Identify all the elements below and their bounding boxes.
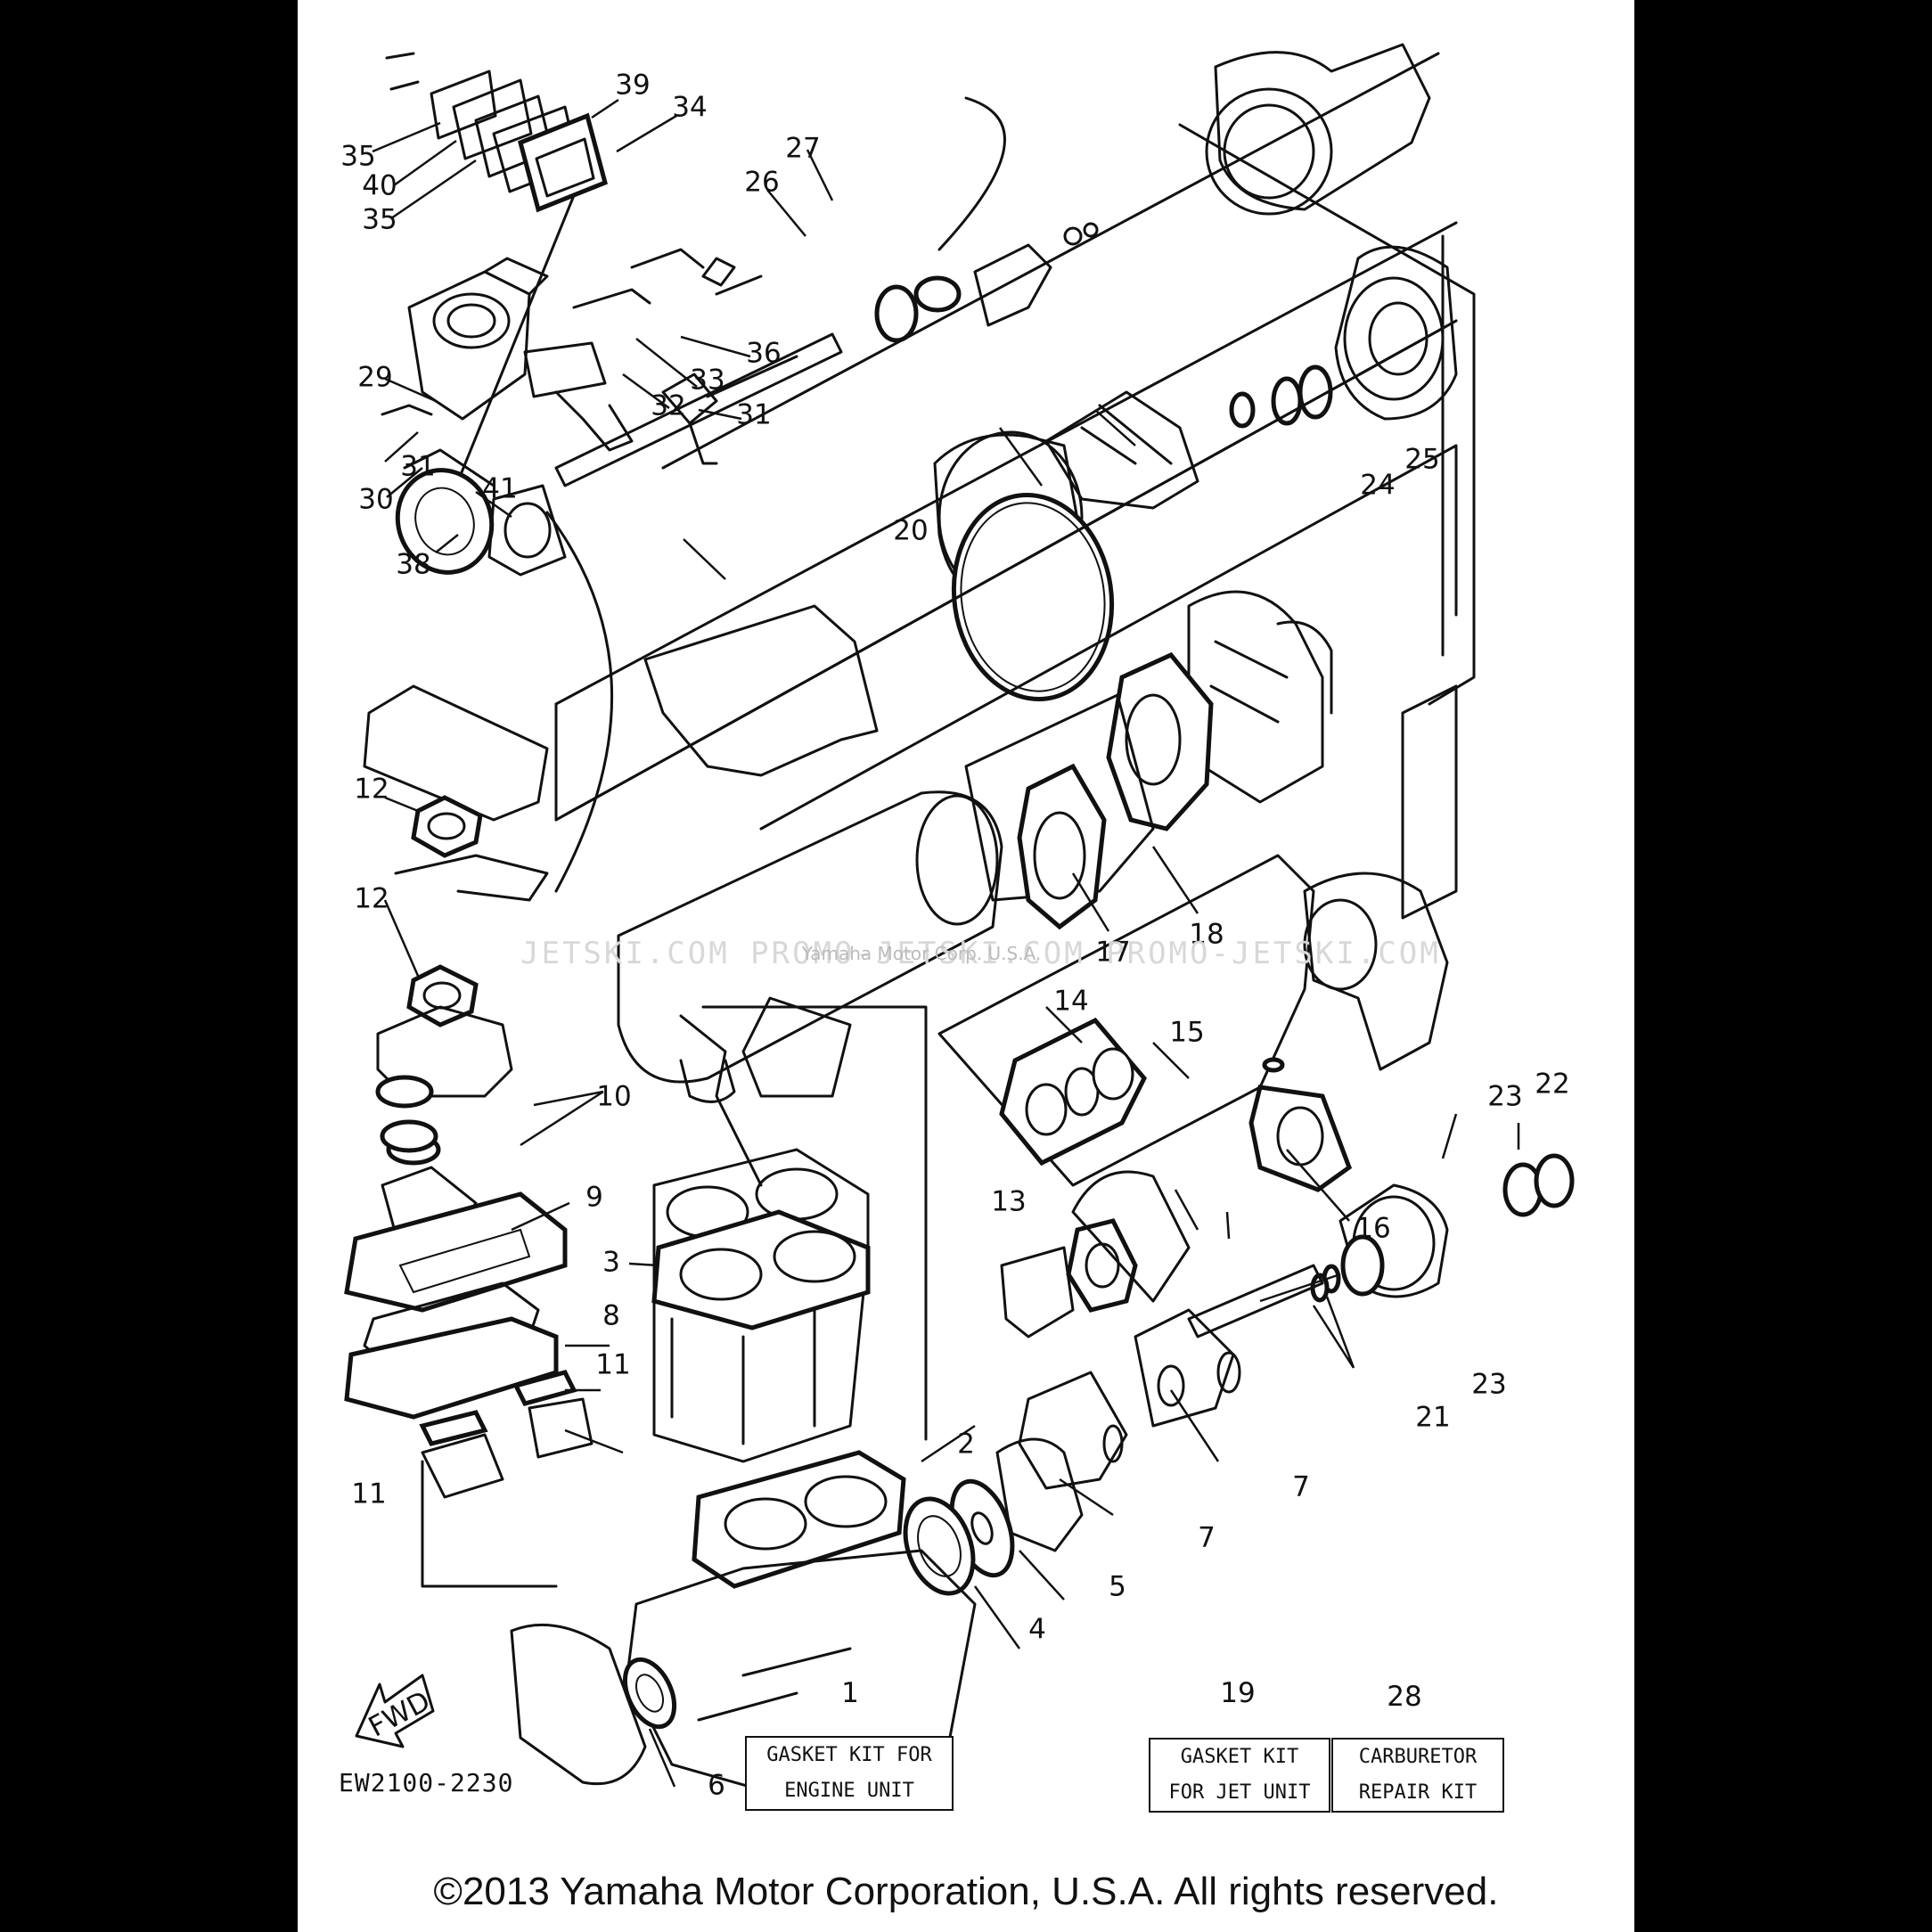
callout-33: 33 xyxy=(690,364,724,397)
callout-5: 5 xyxy=(1109,1571,1126,1603)
callout-27: 27 xyxy=(785,133,820,165)
kit-line: REPAIR KIT xyxy=(1358,1781,1478,1804)
callout-24: 24 xyxy=(1360,470,1395,502)
callout-11: 11 xyxy=(351,1478,386,1510)
kit-number-19: 19 xyxy=(1220,1677,1256,1709)
kit-line: GASKET KIT xyxy=(1180,1746,1299,1768)
callout-38: 38 xyxy=(396,549,430,581)
callout-2: 2 xyxy=(957,1429,975,1461)
callout-23: 23 xyxy=(1487,1081,1522,1113)
callout-17: 17 xyxy=(1095,937,1130,969)
diagram-sheet: FWD 39 34 35 40 35 26 27 36 33 29 32 31 … xyxy=(298,0,1634,1932)
callout-6: 6 xyxy=(708,1770,725,1802)
pump-assembly xyxy=(903,1153,1575,1596)
callout-34: 34 xyxy=(672,92,707,124)
watermark-small: Yamaha Motor Corp. U.S.A. xyxy=(801,943,1042,964)
copyright-notice: ©2013 Yamaha Motor Corporation, U.S.A. A… xyxy=(433,1870,1499,1913)
exhaust-assembly xyxy=(554,319,1458,1103)
engine-assembly xyxy=(344,511,977,1802)
callout-25: 25 xyxy=(1404,444,1439,476)
manifold-assembly xyxy=(937,854,1353,1338)
kit-number-28: 28 xyxy=(1387,1681,1422,1713)
callout-41: 41 xyxy=(482,473,517,505)
callout-8: 8 xyxy=(602,1300,620,1332)
callout-12: 12 xyxy=(354,774,389,806)
kit-box-carburetor-repair: CARBURETOR REPAIR KIT xyxy=(1331,1738,1504,1813)
callout-numbers: 39 34 35 40 35 26 27 36 33 29 32 31 31 3… xyxy=(340,70,1569,1802)
carburetor-assembly xyxy=(381,52,1006,577)
jet-housing-assembly xyxy=(554,43,1476,822)
kit-line: ENGINE UNIT xyxy=(784,1780,914,1802)
callout-30: 30 xyxy=(358,484,393,516)
callout-31: 31 xyxy=(736,399,771,431)
callout-3: 3 xyxy=(602,1247,620,1279)
callout-23: 23 xyxy=(1471,1369,1506,1401)
callout-35: 35 xyxy=(362,204,397,236)
leader-lines xyxy=(372,98,1520,1788)
kit-line: GASKET KIT FOR xyxy=(766,1744,932,1766)
exploded-parts-diagram: FWD 39 34 35 40 35 26 27 36 33 29 32 31 … xyxy=(340,43,1575,1802)
callout-20: 20 xyxy=(893,515,928,547)
callout-26: 26 xyxy=(744,167,779,199)
kit-box-jet-gasket: GASKET KIT FOR JET UNIT xyxy=(1149,1738,1330,1813)
callout-13: 13 xyxy=(991,1186,1026,1218)
callout-12: 12 xyxy=(354,883,389,915)
callout-31: 31 xyxy=(400,451,435,483)
callout-32: 32 xyxy=(651,390,685,422)
watermark: JETSKI.COM PROMO-JETSKI.COM PROMO-JETSKI… xyxy=(520,936,1441,971)
callout-21: 21 xyxy=(1415,1402,1450,1434)
callout-40: 40 xyxy=(362,170,397,202)
kit-box-engine-gasket: GASKET KIT FOR ENGINE UNIT xyxy=(745,1736,954,1811)
callout-7: 7 xyxy=(1198,1522,1216,1554)
fwd-arrow-icon: FWD xyxy=(355,1674,436,1748)
callout-14: 14 xyxy=(1053,986,1088,1018)
callout-29: 29 xyxy=(357,362,392,394)
callout-39: 39 xyxy=(615,70,650,102)
callout-36: 36 xyxy=(746,338,781,370)
callout-35: 35 xyxy=(340,141,375,173)
kit-number-1: 1 xyxy=(841,1677,859,1709)
kit-line: FOR JET UNIT xyxy=(1168,1781,1311,1804)
callout-16: 16 xyxy=(1355,1213,1390,1245)
callout-4: 4 xyxy=(1028,1614,1046,1646)
callout-9: 9 xyxy=(585,1182,603,1214)
callout-10: 10 xyxy=(596,1081,631,1113)
callout-15: 15 xyxy=(1169,1017,1204,1049)
callout-22: 22 xyxy=(1535,1068,1569,1101)
callout-18: 18 xyxy=(1189,919,1224,951)
diagram-code: EW2100-2230 xyxy=(339,1768,514,1797)
callout-11: 11 xyxy=(595,1349,630,1381)
callout-7: 7 xyxy=(1292,1471,1310,1503)
kit-line: CARBURETOR xyxy=(1358,1746,1478,1768)
